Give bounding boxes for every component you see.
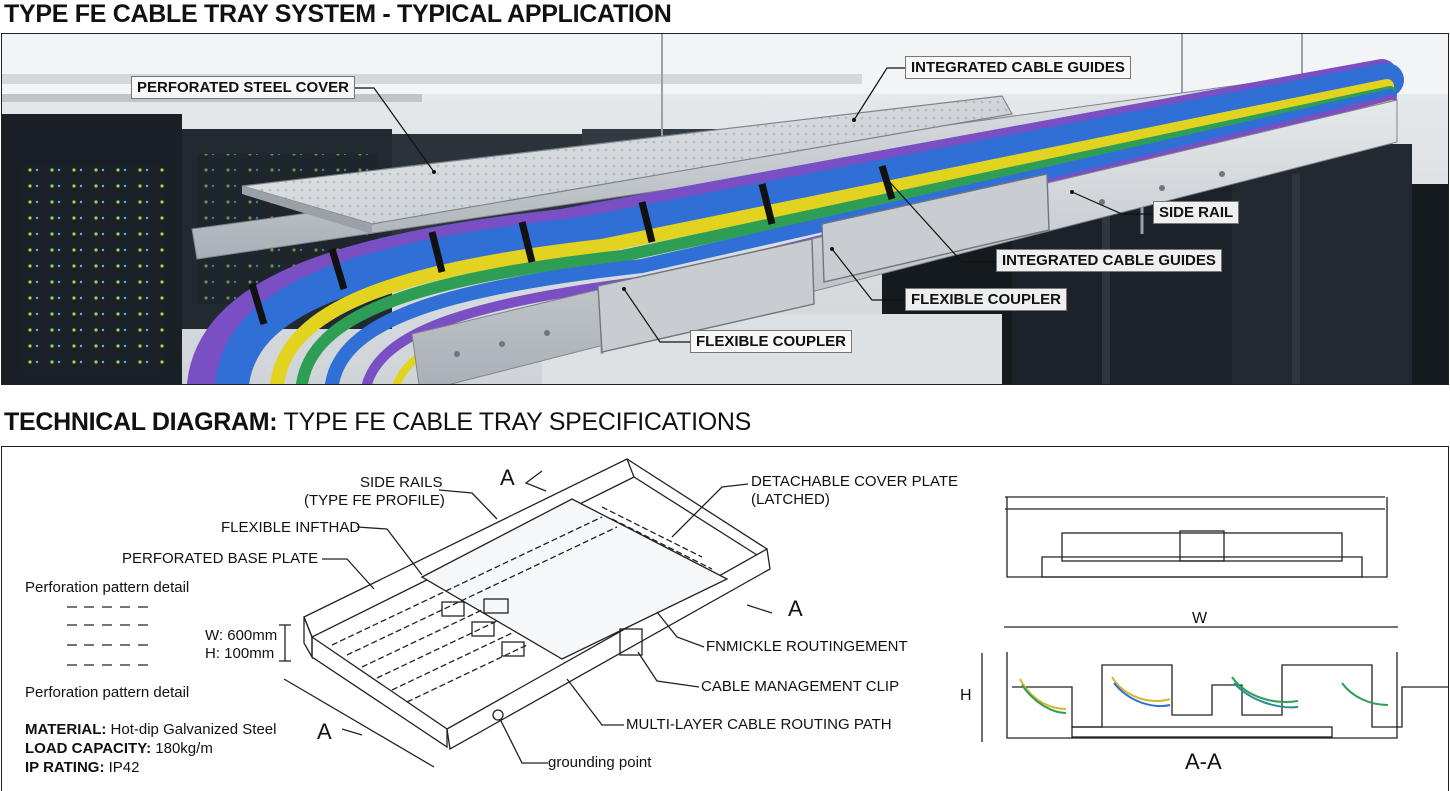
spec-material: MATERIAL: Hot-dip Galvanized Steel <box>25 721 277 738</box>
label-height: H: 100mm <box>205 645 275 662</box>
label-perforation-detail-bottom: Perforation pattern detail <box>25 684 190 701</box>
callout-perforated-cover: PERFORATED STEEL COVER <box>131 76 355 99</box>
application-photo: PERFORATED STEEL COVER INTEGRATED CABLE … <box>1 33 1449 385</box>
cable-tray-illustration <box>2 34 1448 384</box>
label-width: W: 600mm <box>205 627 278 644</box>
label-grounding-point: grounding point <box>548 754 652 771</box>
spec-load-capacity: LOAD CAPACITY: 180kg/m <box>25 740 213 757</box>
label-detachable-cover-plate: DETACHABLE COVER PLATE <box>751 473 958 490</box>
label-side-rails: SIDE RAILS <box>360 474 443 491</box>
label-perforated-base-plate: PERFORATED BASE PLATE <box>122 550 319 567</box>
spec-ip-rating: IP RATING: IP42 <box>25 759 140 776</box>
section-marker-a-right: A <box>788 596 803 621</box>
callout-cable-guides-mid: INTEGRATED CABLE GUIDES <box>996 249 1222 272</box>
photo-title: TYPE FE CABLE TRAY SYSTEM - TYPICAL APPL… <box>4 0 672 28</box>
label-fnmickle-routingement: FNMICKLE ROUTINGEMENT <box>706 638 908 655</box>
label-multi-layer-path: MULTI-LAYER CABLE ROUTING PATH <box>626 716 892 733</box>
label-cable-management-clip: CABLE MANAGEMENT CLIP <box>701 678 900 695</box>
label-flexible-infthad: FLEXIBLE INFTHAD <box>221 519 361 536</box>
section-title-a-a: A-A <box>1185 749 1222 774</box>
section-marker-a-left: A <box>317 719 332 744</box>
technical-diagram: SIDE RAILS (TYPE FE PROFILE) FLEXIBLE IN… <box>1 446 1449 791</box>
label-perforation-detail-top: Perforation pattern detail <box>25 579 190 596</box>
diagram-title: TECHNICAL DIAGRAM: TYPE FE CABLE TRAY SP… <box>4 408 752 436</box>
callout-flexible-coupler-right: FLEXIBLE COUPLER <box>905 288 1068 311</box>
dimension-h: H <box>960 687 972 704</box>
section-marker-a-top: A <box>500 465 515 490</box>
callout-cable-guides-top: INTEGRATED CABLE GUIDES <box>905 56 1131 79</box>
label-type-fe-profile: (TYPE FE PROFILE) <box>304 492 445 509</box>
dimension-w: W <box>1192 610 1208 627</box>
label-latched: (LATCHED) <box>751 491 830 508</box>
tray-line-drawing <box>67 458 1448 768</box>
callout-flexible-coupler-bottom: FLEXIBLE COUPLER <box>690 330 853 353</box>
callout-side-rail: SIDE RAIL <box>1153 201 1240 224</box>
